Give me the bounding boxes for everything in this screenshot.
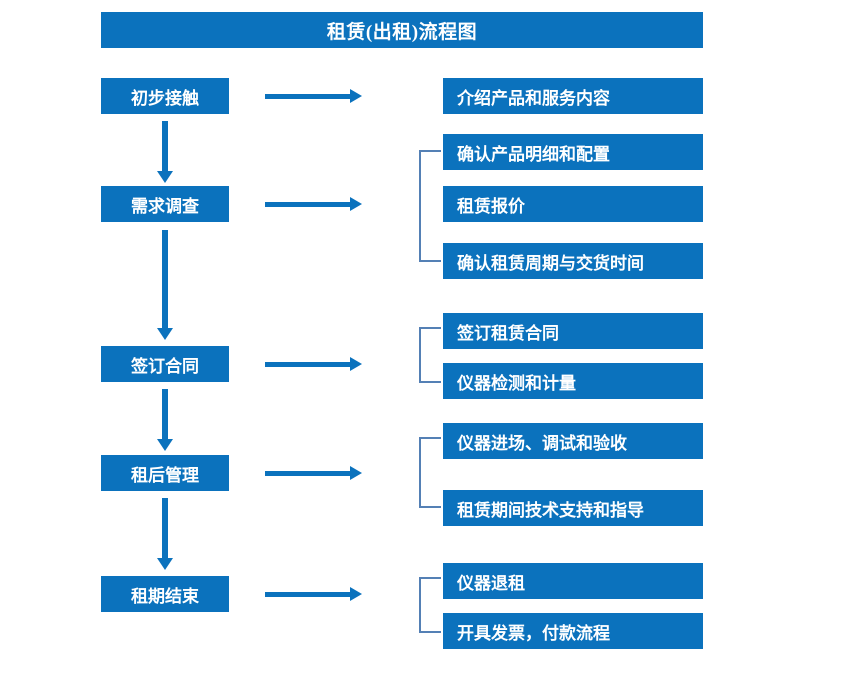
right-arrow-stage3 — [265, 357, 362, 371]
detail-node-3[interactable]: 租赁报价 — [443, 186, 703, 222]
group-bracket-post-rental — [419, 437, 441, 508]
detail-node-8[interactable]: 租赁期间技术支持和指导 — [443, 490, 703, 526]
detail-node-6[interactable]: 仪器检测和计量 — [443, 363, 703, 399]
detail-node-4[interactable]: 确认租赁周期与交货时间 — [443, 243, 703, 279]
down-arrow-stage4-to-stage5 — [157, 498, 173, 570]
stage-node-2[interactable]: 需求调查 — [101, 186, 229, 222]
stage-node-1[interactable]: 初步接触 — [101, 78, 229, 114]
down-arrow-stage2-to-stage3 — [157, 230, 173, 340]
detail-node-9[interactable]: 仪器退租 — [443, 563, 703, 599]
right-arrow-stage4 — [265, 466, 362, 480]
detail-node-7[interactable]: 仪器进场、调试和验收 — [443, 423, 703, 459]
detail-node-1[interactable]: 介绍产品和服务内容 — [443, 78, 703, 114]
right-arrow-stage1 — [265, 89, 362, 103]
stage-node-5[interactable]: 租期结束 — [101, 576, 229, 612]
right-arrow-stage5 — [265, 587, 362, 601]
group-bracket-rental-end — [419, 577, 441, 633]
stage-node-3[interactable]: 签订合同 — [101, 346, 229, 382]
down-arrow-stage3-to-stage4 — [157, 389, 173, 451]
detail-node-5[interactable]: 签订租赁合同 — [443, 313, 703, 349]
diagram-title: 租赁(出租)流程图 — [101, 12, 703, 48]
detail-node-2[interactable]: 确认产品明细和配置 — [443, 134, 703, 170]
group-bracket-requirements — [419, 150, 441, 262]
detail-node-10[interactable]: 开具发票，付款流程 — [443, 613, 703, 649]
group-bracket-contract — [419, 327, 441, 383]
stage-node-4[interactable]: 租后管理 — [101, 455, 229, 491]
right-arrow-stage2 — [265, 197, 362, 211]
down-arrow-stage1-to-stage2 — [157, 121, 173, 183]
